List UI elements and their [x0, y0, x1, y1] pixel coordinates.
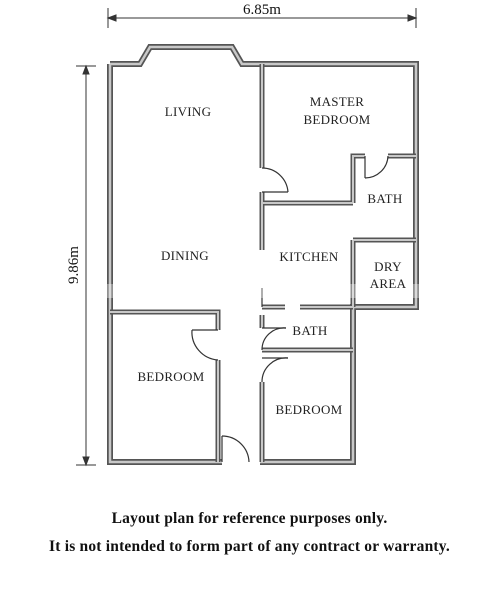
door-swings [191, 155, 389, 463]
room-dining: DINING [161, 248, 209, 263]
room-master-bedroom-line1: MASTER [310, 94, 365, 109]
width-dimension [106, 8, 418, 28]
width-label: 6.85m [243, 2, 281, 18]
disclaimer-line1: Layout plan for reference purposes only. [111, 510, 388, 527]
room-master-bath: BATH [367, 191, 402, 206]
floor-plan: 6.85m 9.86m [66, 2, 420, 467]
room-kitchen: KITCHEN [279, 249, 338, 264]
interior-walls [110, 64, 416, 462]
height-label: 9.86m [66, 246, 82, 284]
disclaimer-line2: It is not intended to form part of any c… [49, 538, 450, 555]
room-dry-area-line2: AREA [370, 276, 407, 291]
room-bath: BATH [292, 323, 327, 338]
exterior-walls [107, 44, 419, 465]
room-bedroom-left: BEDROOM [137, 369, 204, 384]
room-living: LIVING [165, 104, 212, 119]
watermark-band [100, 284, 420, 298]
height-dimension [76, 64, 96, 467]
room-master-bedroom-line2: BEDROOM [303, 112, 370, 127]
room-bedroom-right: BEDROOM [275, 402, 342, 417]
room-dry-area-line1: DRY [374, 259, 402, 274]
disclaimer: Layout plan for reference purposes only.… [0, 505, 499, 561]
